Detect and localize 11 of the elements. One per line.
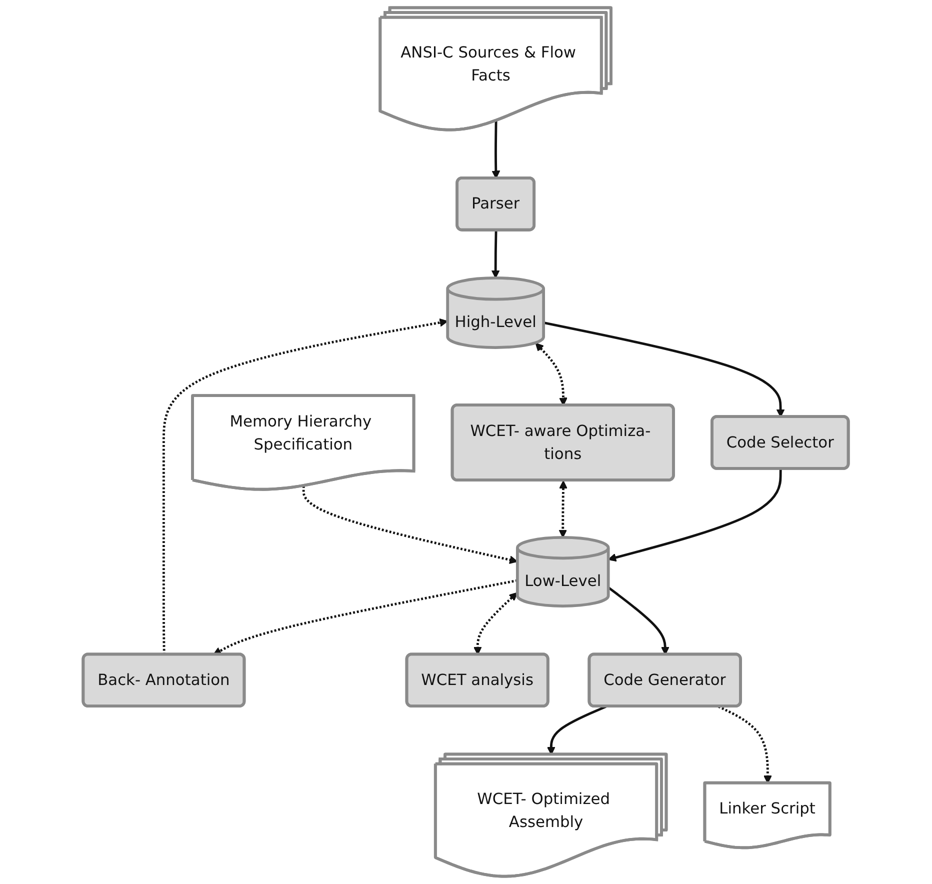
arrow: [536, 342, 568, 406]
arrow: [718, 705, 772, 784]
arrow: [474, 592, 518, 655]
arrow: [492, 120, 500, 179]
arrow: [302, 486, 518, 564]
arrow: [608, 468, 782, 562]
arrow: [544, 321, 786, 418]
arrow: [213, 579, 518, 655]
arrow: [558, 480, 568, 538]
arrow: [608, 586, 670, 655]
arrow: [492, 230, 500, 278]
